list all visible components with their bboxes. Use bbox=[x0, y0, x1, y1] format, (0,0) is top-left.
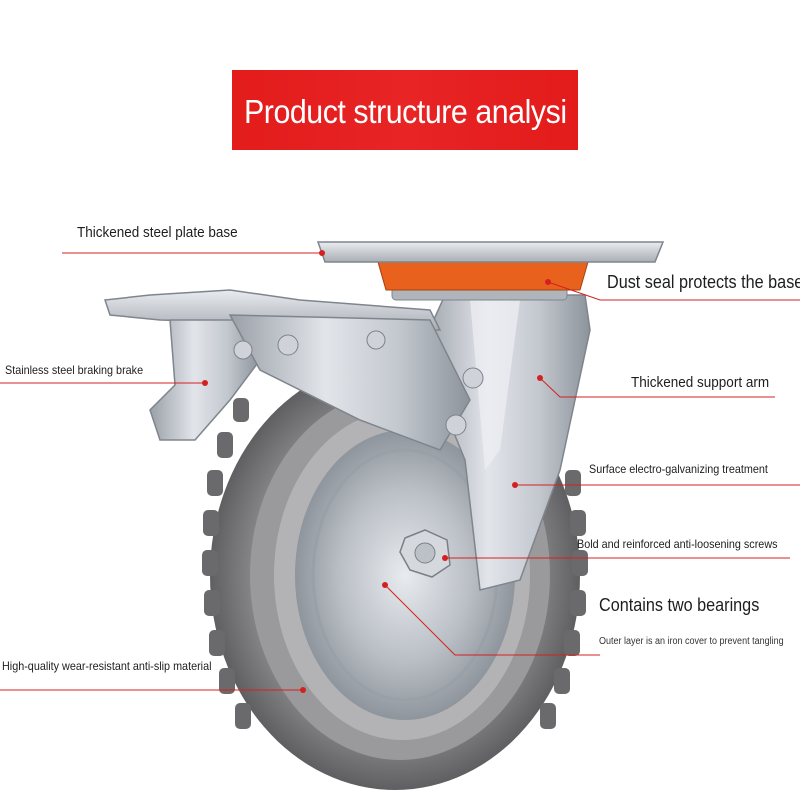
callout-lines bbox=[0, 252, 800, 691]
callout-brake: Stainless steel braking brake bbox=[5, 363, 144, 377]
tire-tread bbox=[202, 398, 588, 729]
steel-plate bbox=[316, 241, 665, 263]
callout-dots bbox=[202, 250, 551, 693]
callout-bearings: Contains two bearings bbox=[599, 595, 760, 615]
title-banner: Product structure analysi bbox=[232, 70, 578, 150]
callout-dust-seal: Dust seal protects the base bbox=[607, 272, 800, 292]
iron-cover-hub bbox=[295, 430, 515, 720]
callout-base: Thickened steel plate base bbox=[77, 224, 238, 241]
axle-bolt bbox=[399, 529, 451, 578]
callout-galvanizing: Surface electro-galvanizing treatment bbox=[589, 462, 768, 476]
callout-support-arm: Thickened support arm bbox=[631, 374, 770, 391]
dust-seal bbox=[377, 261, 589, 291]
callout-screws: Bold and reinforced anti-loosening screw… bbox=[577, 537, 778, 551]
page-title: Product structure analysi bbox=[244, 93, 567, 130]
tire bbox=[202, 360, 588, 790]
swivel-base bbox=[316, 241, 665, 301]
callout-iron-cover: Outer layer is an iron cover to prevent … bbox=[599, 636, 784, 647]
callout-material: High-quality wear-resistant anti-slip ma… bbox=[2, 659, 212, 673]
support-arm bbox=[419, 294, 591, 591]
